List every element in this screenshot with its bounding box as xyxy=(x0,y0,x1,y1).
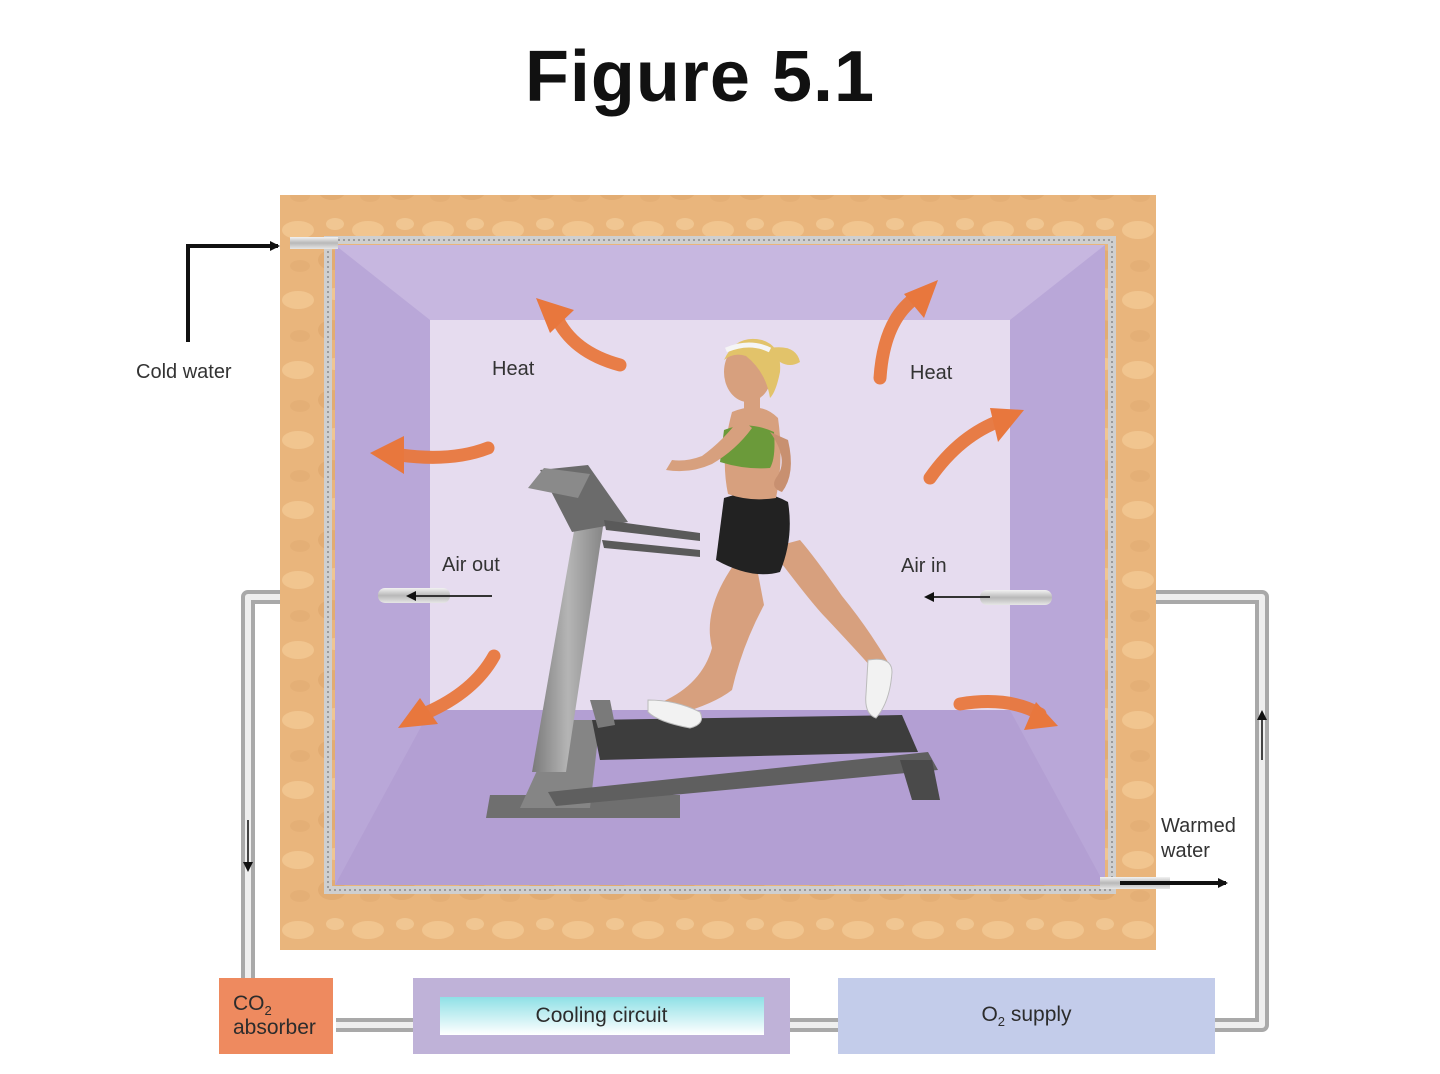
air-in-label: Air in xyxy=(901,555,947,577)
treadmill xyxy=(486,465,940,818)
cooling-circuit-inner: Cooling circuit xyxy=(439,997,764,1035)
co2-absorber-line1: CO2 xyxy=(233,991,272,1018)
heat-arrow-head xyxy=(990,408,1024,442)
heat-arrow-head xyxy=(370,436,404,474)
heat-label-left: Heat xyxy=(492,358,535,380)
air-in-port xyxy=(924,590,1052,605)
o2-supply-label: O2 supply xyxy=(981,1002,1072,1029)
cold-water-inlet-pipe xyxy=(290,237,338,249)
warmed-water-label: Warmed water xyxy=(1161,814,1236,864)
warmed-water-label-line2: water xyxy=(1161,840,1210,862)
o2-supply-box: O2 supply xyxy=(838,978,1215,1054)
air-out-port xyxy=(378,588,492,603)
cold-water-label: Cold water xyxy=(136,361,232,383)
heat-arrow-head xyxy=(904,280,938,318)
warmed-water-label-line1: Warmed xyxy=(1161,815,1236,837)
heat-label-right: Heat xyxy=(910,362,953,384)
cooling-circuit-box: Cooling circuit xyxy=(413,978,790,1054)
heat-arrow-head xyxy=(1024,702,1058,730)
figure-title: Figure 5.1 xyxy=(524,37,876,117)
co2-absorber-line2: absorber xyxy=(233,1016,316,1040)
runner xyxy=(647,338,893,729)
cold-water-arrow xyxy=(186,241,280,342)
heat-arrow-head xyxy=(398,698,438,728)
heat-arrow-head xyxy=(536,298,574,333)
air-out-label: Air out xyxy=(442,554,500,576)
co2-absorber-box: CO2 absorber xyxy=(219,978,333,1054)
